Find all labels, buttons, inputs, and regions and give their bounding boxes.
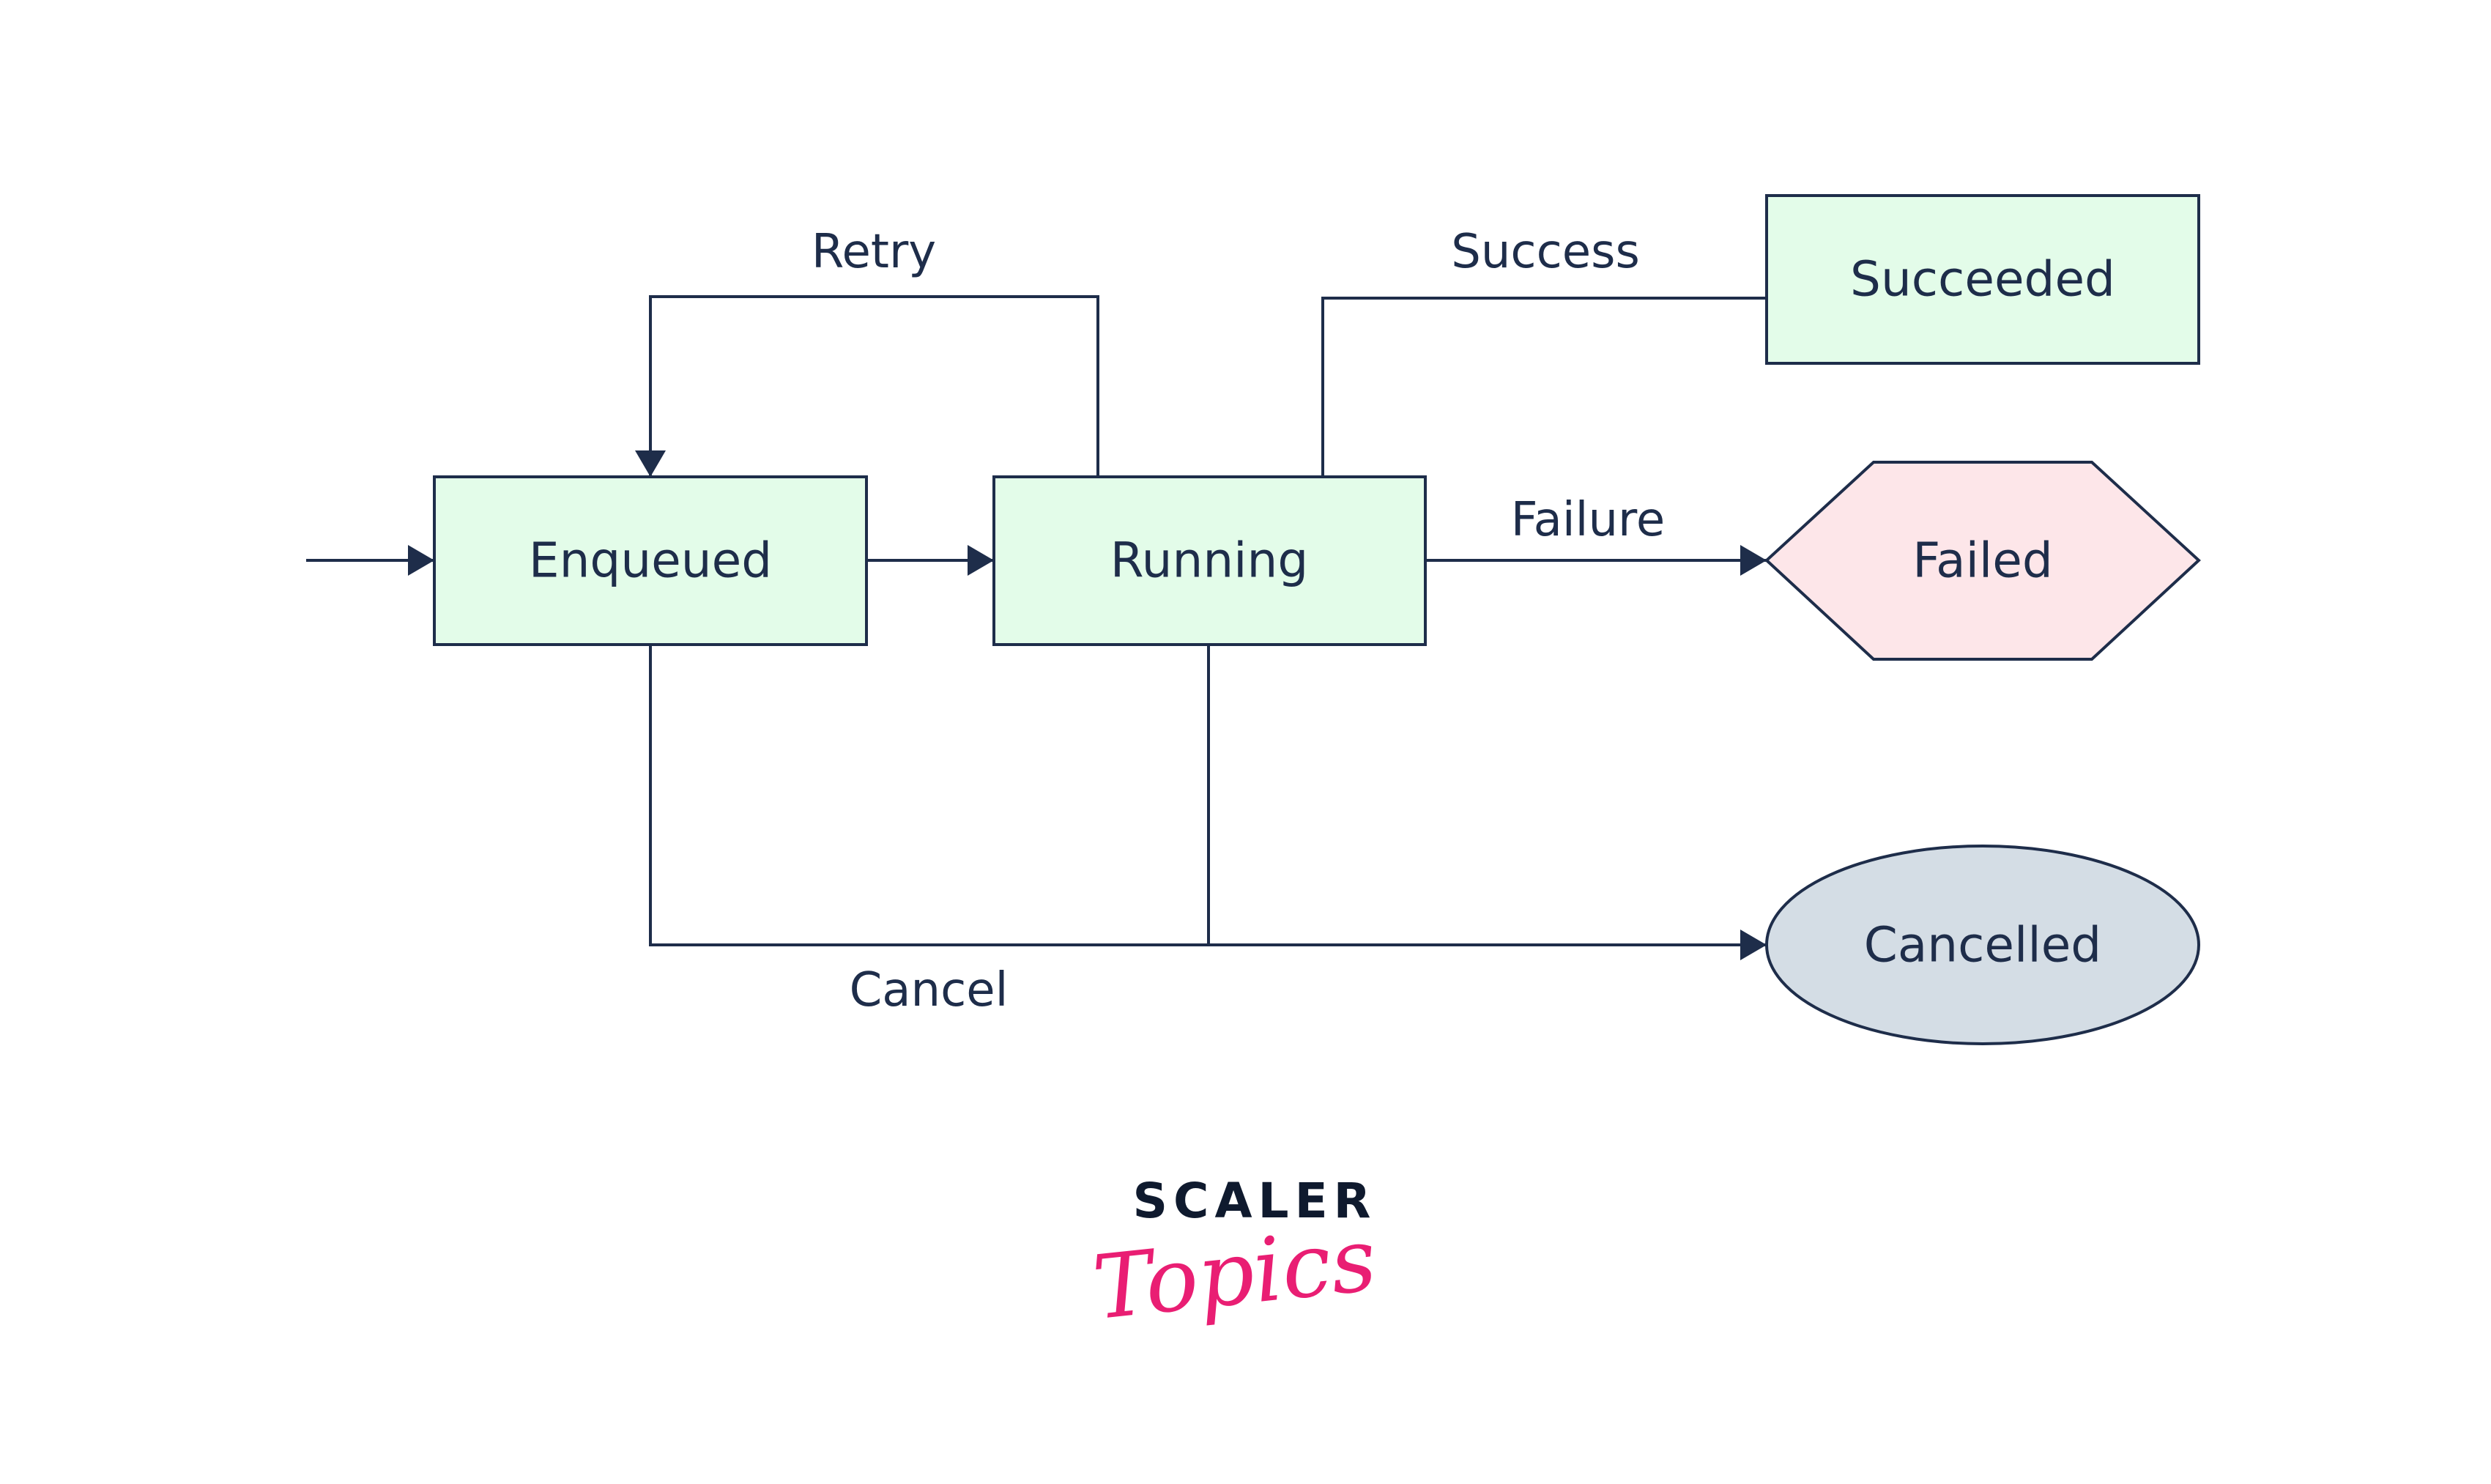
node-running-label: Running (1110, 533, 1308, 589)
edge-label-success: Success (1451, 225, 1640, 279)
node-cancelled-shape (1765, 845, 2200, 1045)
edge-enqueued-to-cancelled (649, 645, 1767, 960)
edge-label-cancel: Cancel (850, 963, 1009, 1017)
node-enqueued-label: Enqueued (529, 533, 772, 589)
node-enqueued: Enqueued (433, 475, 868, 646)
node-succeeded-label: Succeeded (1850, 251, 2115, 308)
scaler-topics-logo: SCALER Topics (1088, 1173, 1381, 1340)
node-enqueued-shape (433, 475, 868, 646)
node-succeeded: Succeeded (1765, 194, 2200, 365)
logo-scaler-text: SCALER (1132, 1173, 1376, 1229)
node-running: Running (992, 475, 1427, 646)
edge-running-to-succeeded (1321, 297, 1767, 477)
node-cancelled: Cancelled (1765, 845, 2200, 1045)
node-cancelled-label: Cancelled (1864, 917, 2101, 973)
node-failed: Failed (1764, 461, 2201, 661)
node-failed-shape (1764, 461, 2201, 661)
node-running-shape (992, 475, 1427, 646)
edge-label-failure: Failure (1511, 493, 1666, 547)
edge-running-to-enqueued-retry (635, 295, 1099, 477)
edge-label-retry: Retry (812, 225, 936, 279)
node-succeeded-shape (1765, 194, 2200, 365)
node-failed-label: Failed (1912, 533, 2053, 589)
